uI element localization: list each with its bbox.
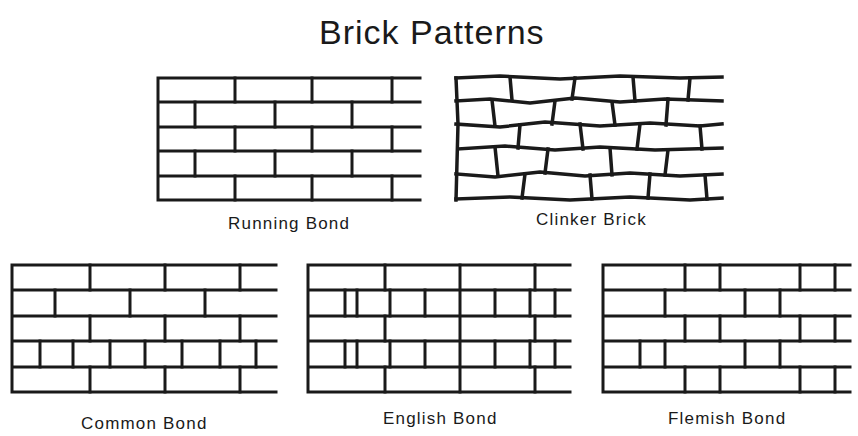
pattern-caption: English Bond (383, 409, 498, 429)
common-bond-pattern (12, 265, 276, 392)
diagram-title: Brick Patterns (319, 13, 545, 52)
pattern-caption: Common Bond (81, 414, 208, 434)
running-bond-pattern (158, 78, 420, 200)
flemish-bond-pattern (603, 265, 850, 392)
pattern-caption: Running Bond (228, 214, 350, 234)
pattern-caption: Clinker Brick (536, 210, 647, 230)
english-bond-pattern (308, 265, 570, 392)
pattern-caption: Flemish Bond (668, 409, 786, 429)
clinker-brick-pattern (456, 76, 722, 200)
